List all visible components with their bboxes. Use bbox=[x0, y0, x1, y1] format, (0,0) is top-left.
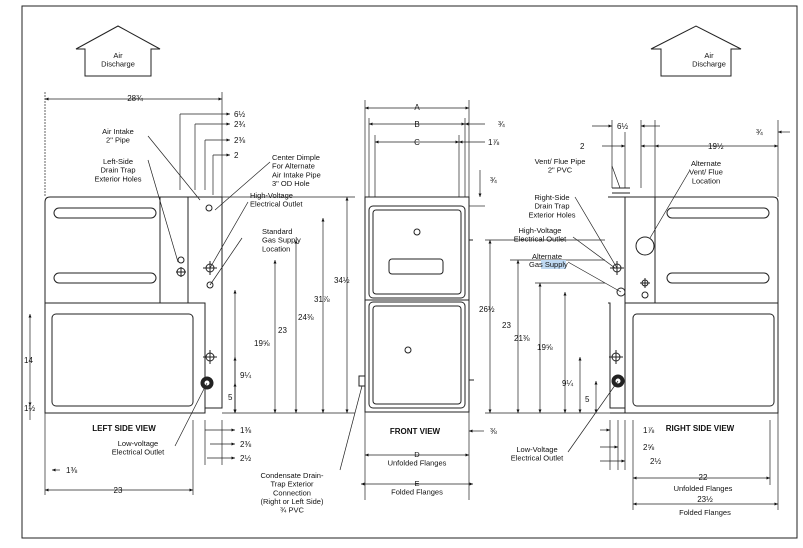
front-dimension-lines bbox=[339, 100, 485, 500]
dim-r22: 22 bbox=[699, 473, 708, 482]
dim-31-7-8: 31⅞ bbox=[314, 295, 330, 304]
text-selection-highlight bbox=[541, 260, 566, 269]
left-side-view-title: LEFT SIDE VIEW bbox=[92, 424, 156, 433]
dim-r21-3-8: 21⅜ bbox=[514, 334, 530, 343]
front-view bbox=[358, 196, 474, 413]
dim-b1-3-8: 1⅜ bbox=[240, 426, 251, 435]
left-dimension-lines bbox=[28, 92, 355, 495]
dim-r23-1-2: 23½ bbox=[697, 495, 713, 504]
right-dimension-lines bbox=[485, 120, 790, 510]
dim-b2-3-8: 2⅜ bbox=[240, 440, 251, 449]
dim-r2: 2 bbox=[580, 142, 585, 151]
dim-34-1-2: 34½ bbox=[334, 276, 350, 285]
right-unfolded-label: Unfolded Flanges bbox=[674, 484, 733, 493]
dim-14: 14 bbox=[24, 356, 33, 365]
dim-r2-1-2: 2½ bbox=[650, 457, 661, 466]
dim-3-8: ⅜ bbox=[490, 427, 497, 436]
dim-r3-4: ¾ bbox=[756, 128, 763, 137]
right-side-view-title: RIGHT SIDE VIEW bbox=[666, 424, 735, 433]
dim-1-3-8: 1⅜ bbox=[66, 466, 77, 475]
alternate-gas-word: Gas bbox=[529, 260, 545, 269]
page-frame bbox=[21, 5, 798, 539]
front-view-title: FRONT VIEW bbox=[390, 427, 441, 436]
dim-r5: 5 bbox=[585, 395, 590, 404]
dim-r19-5-8: 19⅝ bbox=[537, 343, 553, 352]
dim-2-3-4: 2¾ bbox=[234, 120, 245, 129]
dim-24-3-8: 24⅜ bbox=[298, 313, 314, 322]
dim-23b: 23 bbox=[278, 326, 287, 335]
dim-r23: 23 bbox=[502, 321, 511, 330]
alternate-gas-label-1: Alternate bbox=[532, 252, 562, 261]
dim-19-5-8: 19⅝ bbox=[254, 339, 270, 348]
right-folded-label: Folded Flanges bbox=[679, 508, 731, 517]
dim-2-3-8: 2⅜ bbox=[234, 136, 245, 145]
dim-B: B bbox=[414, 120, 419, 129]
dim-r6-1-2: 6½ bbox=[617, 122, 628, 131]
dim-2: 2 bbox=[234, 151, 239, 160]
dim-6-1-2: 6½ bbox=[234, 110, 245, 119]
dim-r26-1-2: 26½ bbox=[479, 305, 495, 314]
right-side-view bbox=[608, 187, 779, 414]
dim-r2-5-8: 2⅝ bbox=[643, 443, 654, 452]
alternate-gas-label-2: Gas Supply bbox=[529, 260, 568, 269]
dim-28-3-4: 28¾ bbox=[127, 94, 143, 103]
dim-r9-1-4: 9¼ bbox=[562, 379, 573, 388]
left-side-view bbox=[44, 196, 223, 414]
dim-1-1-2: 1½ bbox=[24, 404, 35, 413]
dim-23: 23 bbox=[114, 486, 123, 495]
dim-r19-1-2: 19½ bbox=[708, 142, 724, 151]
dim-3-4a: ¾ bbox=[498, 120, 505, 129]
dim-3-4b: ¾ bbox=[490, 176, 497, 185]
dim-C: C bbox=[414, 138, 420, 147]
dim-A: A bbox=[414, 103, 420, 112]
dim-5: 5 bbox=[228, 393, 233, 402]
dim-r1-7-8: 1⅞ bbox=[643, 426, 654, 435]
dim-b2-1-2: 2½ bbox=[240, 454, 251, 463]
dim-1-7-8: 1⅞ bbox=[488, 138, 499, 147]
dim-9-1-4: 9¼ bbox=[240, 371, 251, 380]
alternate-gas-supply-word: Supply bbox=[545, 260, 568, 269]
